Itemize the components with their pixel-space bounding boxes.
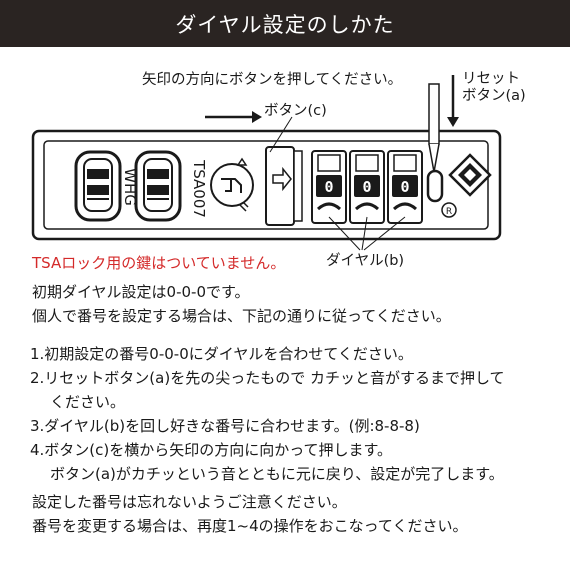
- slider-arrow-icon: [272, 166, 292, 192]
- callout-reset-line1: リセット: [462, 71, 520, 87]
- dial-digit-1: 0: [324, 178, 333, 196]
- callout-dial: ダイヤル(b): [326, 253, 405, 269]
- page-title: ダイヤル設定のしかた: [175, 12, 395, 37]
- dial-digit-2: 0: [362, 178, 371, 196]
- steps-list: 1.初期設定の番号0-0-0にダイヤルを合わせてください。 2.リセットボタン(…: [30, 342, 505, 486]
- dial-digit-3: 0: [400, 178, 409, 196]
- step-item: 2.リセットボタン(a)を先の尖ったもので カチッと音がするまで押して ください…: [30, 366, 505, 414]
- clip-left-1: [74, 150, 122, 222]
- step-line: 1.初期設定の番号0-0-0にダイヤルを合わせてください。: [30, 345, 413, 363]
- dial-wheel-2: 0: [349, 150, 385, 224]
- registered-mark-icon: [441, 202, 457, 218]
- reset-button-a: [426, 169, 444, 203]
- dial-wheel-3: 0: [387, 150, 423, 224]
- leader-line-button-c: [269, 116, 293, 153]
- lock-illustration: WHG TSA007 0 0: [31, 75, 502, 251]
- tsa-key-notice: TSAロック用の鍵はついていません。: [32, 254, 286, 272]
- lock-brand-text: WHG: [121, 168, 139, 206]
- step-line-continued: ボタン(a)がカチッという音とともに元に戻り、設定が完了します。: [50, 465, 504, 483]
- step-item: 1.初期設定の番号0-0-0にダイヤルを合わせてください。: [30, 342, 505, 366]
- step-line-continued: ください。: [50, 393, 126, 411]
- pointed-tool-icon: [428, 83, 440, 173]
- notes-paragraph: 設定した番号は忘れないようご注意ください。 番号を変更する場合は、再度1~4の操…: [32, 490, 467, 538]
- lock-model-text: TSA007: [190, 159, 208, 218]
- leader-line-dial-3: [363, 216, 406, 251]
- registered-mark-text: R: [446, 207, 452, 217]
- callout-reset-line2: ボタン(a): [462, 87, 526, 104]
- intro-line: 個人で番号を設定する場合は、下記の通りに従ってください。: [32, 307, 451, 325]
- step-line: 4.ボタン(c)を横から矢印の方向に向かって押します。: [30, 441, 393, 459]
- direction-arrow-icon: [205, 111, 262, 123]
- leader-line-dial-2: [361, 216, 368, 251]
- clip-left-2: [134, 150, 182, 222]
- lock-diagram: WHG TSA007 0 0: [0, 47, 570, 277]
- page-header: ダイヤル設定のしかた: [0, 0, 570, 47]
- leader-line-dial-1: [328, 216, 361, 251]
- note-line: 設定した番号は忘れないようご注意ください。: [32, 493, 347, 511]
- callout-button-c: ボタン(c): [264, 103, 327, 119]
- callout-arrow-direction: 矢印の方向にボタンを押してください。: [142, 72, 403, 88]
- intro-line: 初期ダイヤル設定は0-0-0です。: [32, 283, 250, 301]
- step-line: 3.ダイヤル(b)を回し好きな番号に合わせます。(例:8-8-8): [30, 417, 420, 435]
- step-item: 3.ダイヤル(b)を回し好きな番号に合わせます。(例:8-8-8): [30, 414, 505, 438]
- note-line: 番号を変更する場合は、再度1~4の操作をおこなってください。: [32, 517, 468, 535]
- step-item: 4.ボタン(c)を横から矢印の方向に向かって押します。 ボタン(a)がカチッとい…: [30, 438, 505, 486]
- step-line: 2.リセットボタン(a)を先の尖ったもので カチッと音がするまで押して: [30, 369, 505, 387]
- diamond-logo-icon: [448, 153, 492, 197]
- callout-reset-button: リセット ボタン(a): [462, 71, 526, 104]
- tsa-logo-icon: [210, 157, 254, 212]
- press-down-arrow-icon: [447, 75, 459, 127]
- dial-wheel-1: 0: [311, 150, 347, 224]
- intro-paragraph: 初期ダイヤル設定は0-0-0です。 個人で番号を設定する場合は、下記の通りに従っ…: [32, 280, 451, 328]
- button-c-slider: [265, 146, 303, 226]
